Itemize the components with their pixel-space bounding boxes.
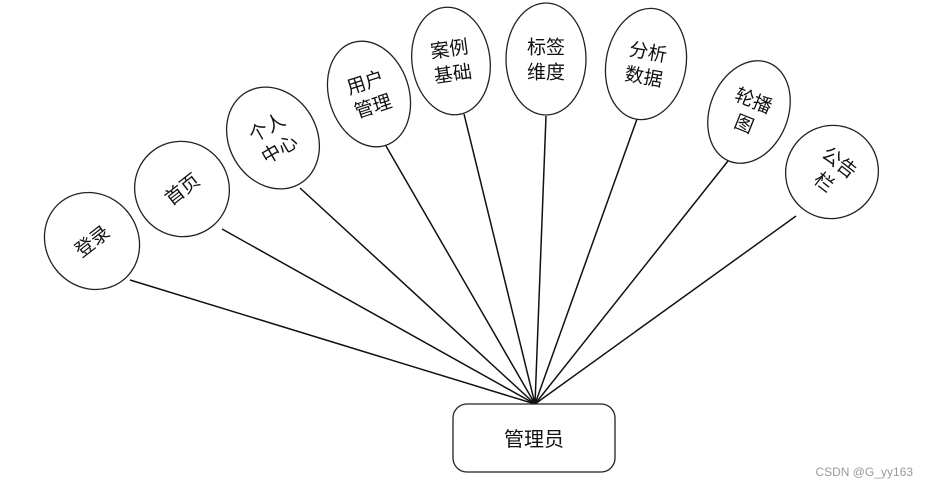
edge-4: [463, 113, 536, 405]
function-node-7: 轮播图: [707, 60, 791, 164]
edge-5: [534, 115, 547, 405]
node-label: 维度: [527, 62, 565, 84]
edge-8: [534, 215, 797, 405]
function-node-0: 登录: [43, 191, 141, 291]
node-label: 基础: [433, 61, 474, 88]
function-node-8: 公告栏: [784, 124, 880, 220]
edge-0: [129, 279, 536, 405]
edges: [129, 113, 797, 405]
node-ellipse: [43, 191, 141, 291]
node-ellipse: [707, 60, 791, 164]
node-label: 案例: [429, 36, 470, 63]
root-node: 管理员: [452, 403, 616, 473]
node-ellipse: [133, 140, 231, 238]
root-box: [452, 403, 616, 473]
watermark: CSDN @G_yy163: [815, 465, 913, 479]
function-node-1: 首页: [133, 140, 231, 238]
edge-7: [534, 160, 729, 405]
node-ellipse: [784, 124, 880, 220]
node-ellipse: [505, 2, 587, 116]
edge-2: [299, 187, 536, 405]
edge-3: [385, 145, 536, 405]
node-ellipse: [411, 6, 491, 116]
edge-1: [221, 228, 536, 405]
root-label: 管理员: [504, 427, 564, 451]
node-label: 标签: [527, 37, 565, 59]
edge-6: [534, 118, 638, 405]
node-ellipse: [326, 40, 412, 148]
node-ellipse: [604, 7, 688, 121]
node-ellipse: [225, 86, 321, 190]
